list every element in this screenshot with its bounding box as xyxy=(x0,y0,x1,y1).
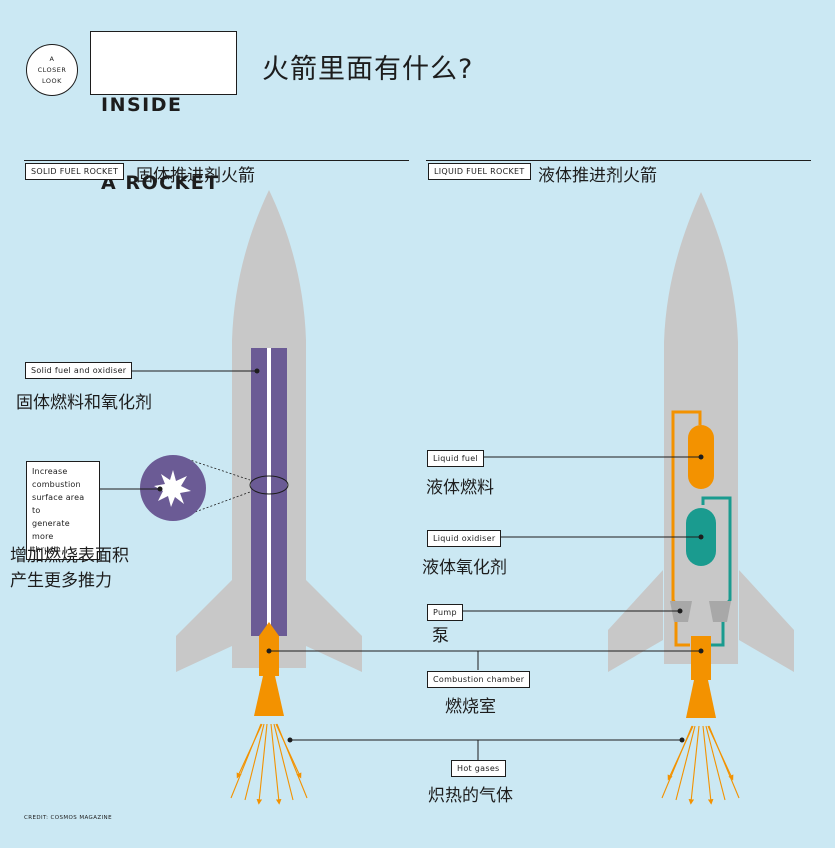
combustion-chamber-label-zh: 燃烧室 xyxy=(445,697,496,717)
note-line: thrust xyxy=(32,545,58,554)
title-chinese: 火箭里面有什么? xyxy=(262,54,474,85)
note-line: surface area to xyxy=(32,493,85,515)
pump-label: Pump xyxy=(427,604,463,621)
title-line: INSIDE xyxy=(101,94,183,116)
liquid-fuel-pump-outlet-line xyxy=(674,622,690,647)
liquid-rocket xyxy=(608,192,794,805)
solid-section-rule xyxy=(24,160,409,161)
badge-line: A xyxy=(49,54,55,63)
solid-fuel-label-zh: 固体燃料和氧化剂 xyxy=(16,393,152,413)
closer-look-badge: A CLOSER LOOK xyxy=(26,44,78,96)
liquid-fuel-label: Liquid fuel xyxy=(427,450,485,467)
combustion-surface-note: Increase combustion surface area to gene… xyxy=(26,461,100,560)
liquid-oxidiser-label: Liquid oxidiser xyxy=(427,530,502,547)
note-line: combustion xyxy=(32,480,81,489)
solid-fuel-label: Solid fuel and oxidiser xyxy=(25,362,133,379)
liquid-exhaust xyxy=(661,725,740,805)
note-line: Increase xyxy=(32,467,68,476)
solid-burst-icon xyxy=(154,470,191,507)
leader-lines xyxy=(100,370,701,760)
badge-line: CLOSER xyxy=(37,65,67,74)
liquid-section-tag: LIQUID FUEL ROCKET xyxy=(428,163,531,180)
liquid-rocket-right-fin xyxy=(739,570,794,672)
combustion-surface-note-zh: 增加燃烧表面积 产生更多推力 xyxy=(10,544,129,594)
liquid-oxidiser-pump-outlet-line xyxy=(710,622,725,647)
note-line: generate more xyxy=(32,519,70,541)
solid-rocket-right-fin xyxy=(306,580,362,672)
liquid-combustion-chamber xyxy=(691,636,711,680)
liquid-section-rule xyxy=(426,160,811,161)
solid-rocket xyxy=(140,190,362,805)
liquid-nozzle xyxy=(686,680,716,718)
leader-dots xyxy=(157,368,704,743)
solid-rocket-left-fin xyxy=(176,580,232,672)
solid-focus-ellipse xyxy=(249,475,289,495)
credit-line: CREDIT: COSMOS MAGAZINE xyxy=(24,815,112,821)
solid-zoom-connector-top xyxy=(183,457,251,481)
liquid-rocket-left-fin xyxy=(608,570,663,672)
hot-gases-label: Hot gases xyxy=(451,760,506,777)
liquid-oxidiser-label-zh: 液体氧化剂 xyxy=(422,558,507,578)
solid-section-tag: SOLID FUEL ROCKET xyxy=(25,163,125,180)
liquid-fuel-label-zh: 液体燃料 xyxy=(426,478,494,498)
solid-exhaust xyxy=(230,723,308,805)
solid-fuel-core xyxy=(267,348,271,636)
note-zh-line: 产生更多推力 xyxy=(10,571,112,591)
solid-nozzle xyxy=(254,676,284,716)
hot-gases-label-zh: 炽热的气体 xyxy=(428,786,513,806)
liquid-pump-right xyxy=(709,601,731,622)
solid-section-title-zh: 固体推进剂火箭 xyxy=(136,166,255,186)
badge-line: LOOK xyxy=(42,76,62,85)
liquid-section-title-zh: 液体推进剂火箭 xyxy=(538,166,657,186)
title-box: INSIDE A ROCKET xyxy=(90,31,237,194)
combustion-chamber-label: Combustion chamber xyxy=(427,671,531,688)
pump-label-zh: 泵 xyxy=(432,626,449,646)
note-zh-line: 增加燃烧表面积 xyxy=(10,546,129,566)
